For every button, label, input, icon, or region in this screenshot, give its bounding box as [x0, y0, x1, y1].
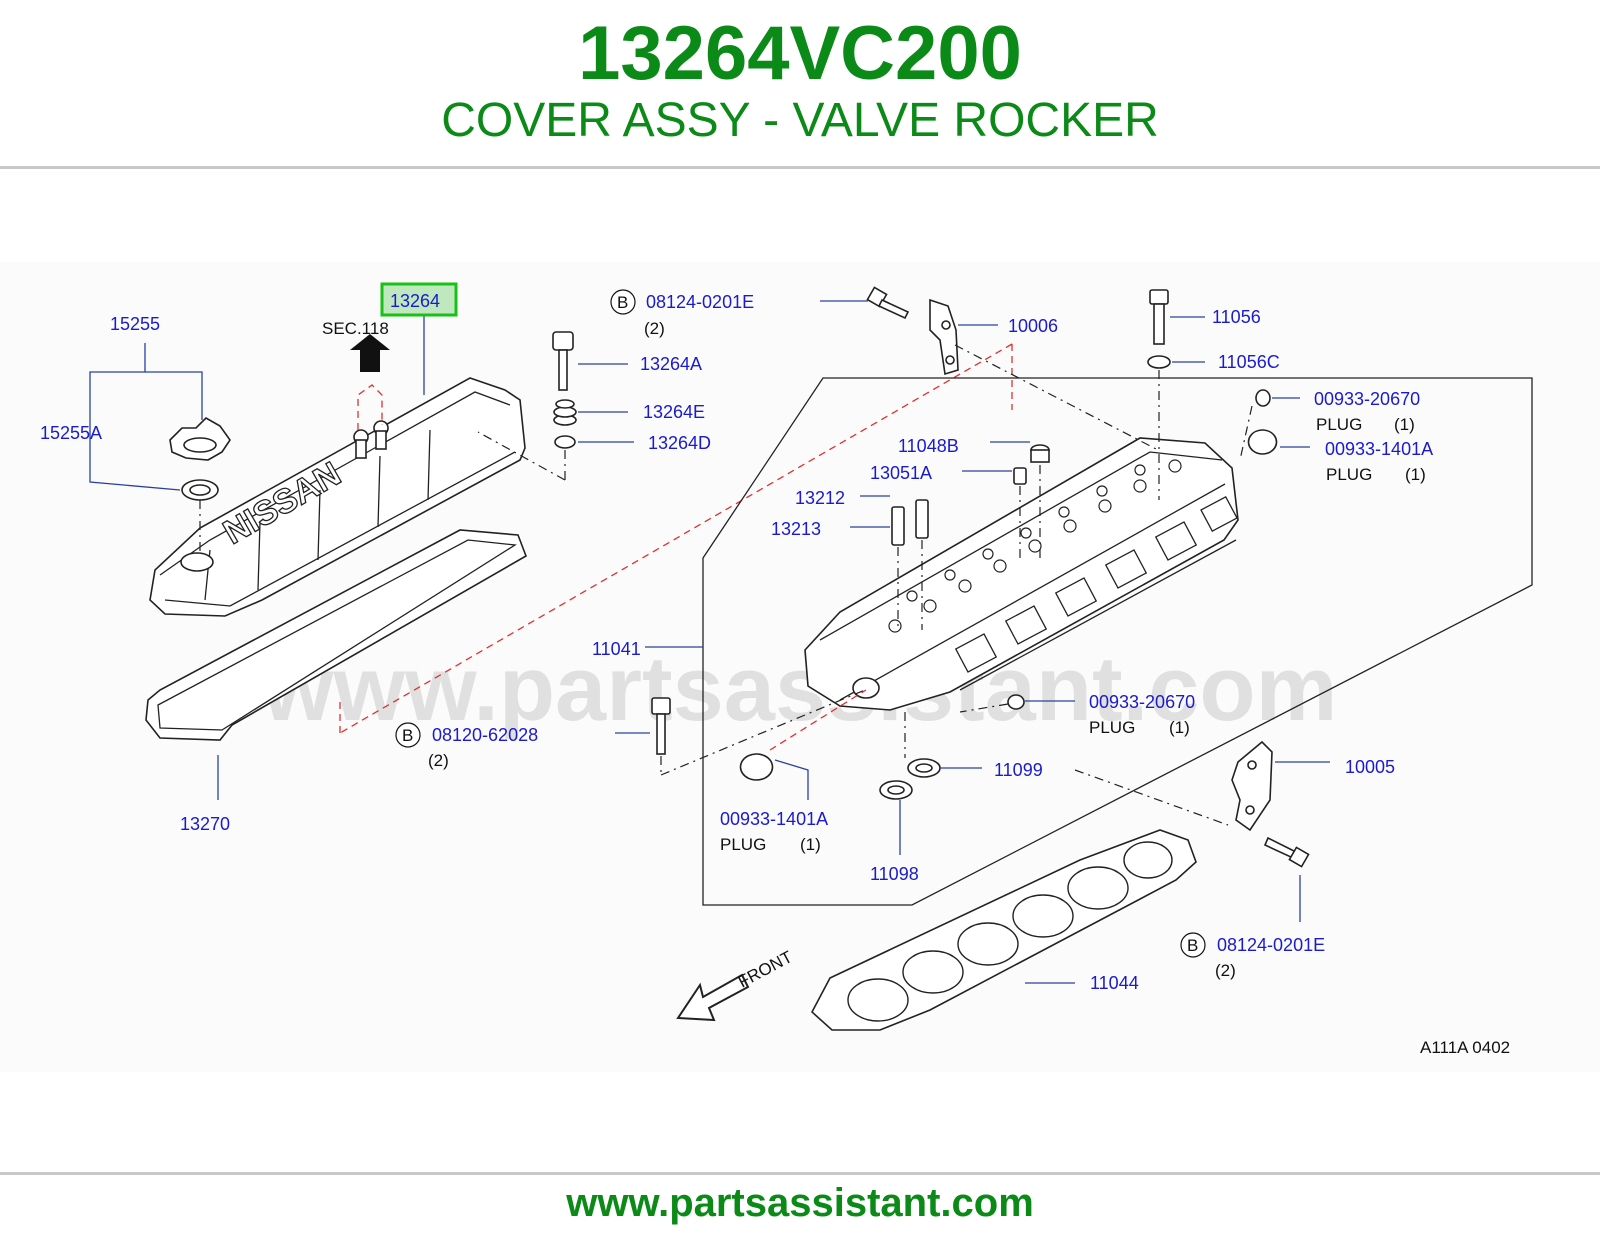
plug-cap-lower: [739, 753, 774, 781]
part-label-13264d[interactable]: 13264D: [648, 433, 711, 453]
part-label-08120-62028[interactable]: 08120-62028: [432, 725, 538, 745]
engine-bracket-rear: [1231, 740, 1273, 832]
part-label-15255a[interactable]: 15255A: [40, 423, 102, 443]
qty-08120: (2): [428, 751, 449, 770]
part-label-10006[interactable]: 10006: [1008, 316, 1058, 336]
part-label-13212[interactable]: 13212: [795, 488, 845, 508]
head-bolt-washer: [1147, 355, 1171, 369]
part-label-08124-0201e-top[interactable]: 08124-0201E: [646, 292, 754, 312]
part-label-11056c[interactable]: 11056C: [1218, 352, 1280, 372]
plug-label-top: PLUG: [1316, 415, 1362, 434]
part-label-10005[interactable]: 10005: [1345, 757, 1395, 777]
part-number-title: 13264VC200: [578, 11, 1022, 96]
oil-filler-cap: [169, 417, 231, 461]
plug-qty-cap-lower: (1): [800, 835, 821, 854]
part-label-00933-1401a-lower[interactable]: 00933-1401A: [720, 809, 828, 829]
part-description-title: COVER ASSY - VALVE ROCKER: [441, 94, 1159, 147]
b-marker-label-2: B: [402, 726, 413, 745]
b-marker-label: B: [617, 293, 628, 312]
b-marker-icon: [610, 289, 636, 315]
part-label-13051a[interactable]: 13051A: [870, 463, 932, 483]
cover-bolt: [552, 331, 574, 391]
footer-url[interactable]: www.partsassistant.com: [566, 1181, 1034, 1225]
bracket-bolt-top: [866, 286, 910, 320]
part-label-00933-20670-top[interactable]: 00933-20670: [1314, 389, 1420, 409]
part-label-13213[interactable]: 13213: [771, 519, 821, 539]
qty-08124-top: (2): [644, 319, 665, 338]
cylinder-head-frame: [702, 377, 1533, 906]
plug-qty-mid: (1): [1169, 718, 1190, 737]
diagram-code: A111A 0402: [1420, 1038, 1510, 1057]
part-label-08124-0201e-bottom[interactable]: 08124-0201E: [1217, 935, 1325, 955]
plug-qty-top: (1): [1394, 415, 1415, 434]
footer-divider: [0, 1172, 1600, 1175]
valve-guide-b: [915, 499, 929, 539]
part-label-00933-20670-mid[interactable]: 00933-20670: [1089, 692, 1195, 712]
highlighted-part-box: [380, 282, 458, 317]
front-direction-arrow-icon: [676, 973, 750, 1022]
cover-washer: [554, 435, 576, 449]
rocker-cover-gasket: [145, 529, 527, 741]
plug-label-cap-lower: PLUG: [720, 835, 766, 854]
part-label-00933-1401a-top[interactable]: 00933-1401A: [1325, 439, 1433, 459]
b-marker-icon-2: [395, 722, 421, 748]
plug-qty-cap-top: (1): [1405, 465, 1426, 484]
valve-lash-adjuster: [1013, 467, 1027, 485]
cover-grommet: [553, 399, 577, 426]
header-divider: [0, 166, 1600, 169]
part-label-11056[interactable]: 11056: [1212, 307, 1261, 327]
part-label-11044[interactable]: 11044: [1090, 973, 1139, 993]
part-label-11041[interactable]: 11041: [592, 639, 641, 659]
part-label-13270[interactable]: 13270: [180, 814, 230, 834]
b-marker-label-3: B: [1187, 936, 1198, 955]
plug-cap-top: [1247, 429, 1278, 455]
section-ref-label: SEC.118: [322, 319, 389, 338]
part-label-13264[interactable]: 13264: [390, 291, 440, 311]
bracket-bolt-bottom: [1263, 836, 1310, 868]
leader-lines: [89, 300, 1330, 984]
part-label-11098[interactable]: 11098: [870, 864, 919, 884]
head-stud-bolt: [651, 697, 671, 755]
part-label-13264e[interactable]: 13264E: [643, 402, 705, 422]
valve-stem-seal: [1030, 444, 1050, 463]
head-bolt: [1149, 289, 1169, 345]
b-marker-icon-3: [1180, 932, 1206, 958]
part-label-11048b[interactable]: 11048B: [898, 436, 959, 456]
cylinder-head-illustration: [804, 437, 1239, 711]
plug-small-mid: [1007, 694, 1025, 710]
watermark: www.partsassistant.com: [261, 638, 1337, 740]
valve-guide-a: [891, 506, 905, 546]
part-label-13264a[interactable]: 13264A: [640, 354, 702, 374]
up-arrow-icon: [350, 334, 390, 372]
plug-label-cap-top: PLUG: [1326, 465, 1372, 484]
part-label-15255[interactable]: 15255: [110, 314, 160, 334]
part-label-11099[interactable]: 11099: [994, 760, 1043, 780]
qty-08124-bottom: (2): [1215, 961, 1236, 980]
head-gasket: [811, 829, 1197, 1031]
plug-small-top: [1255, 389, 1271, 407]
plug-label-mid: PLUG: [1089, 718, 1135, 737]
